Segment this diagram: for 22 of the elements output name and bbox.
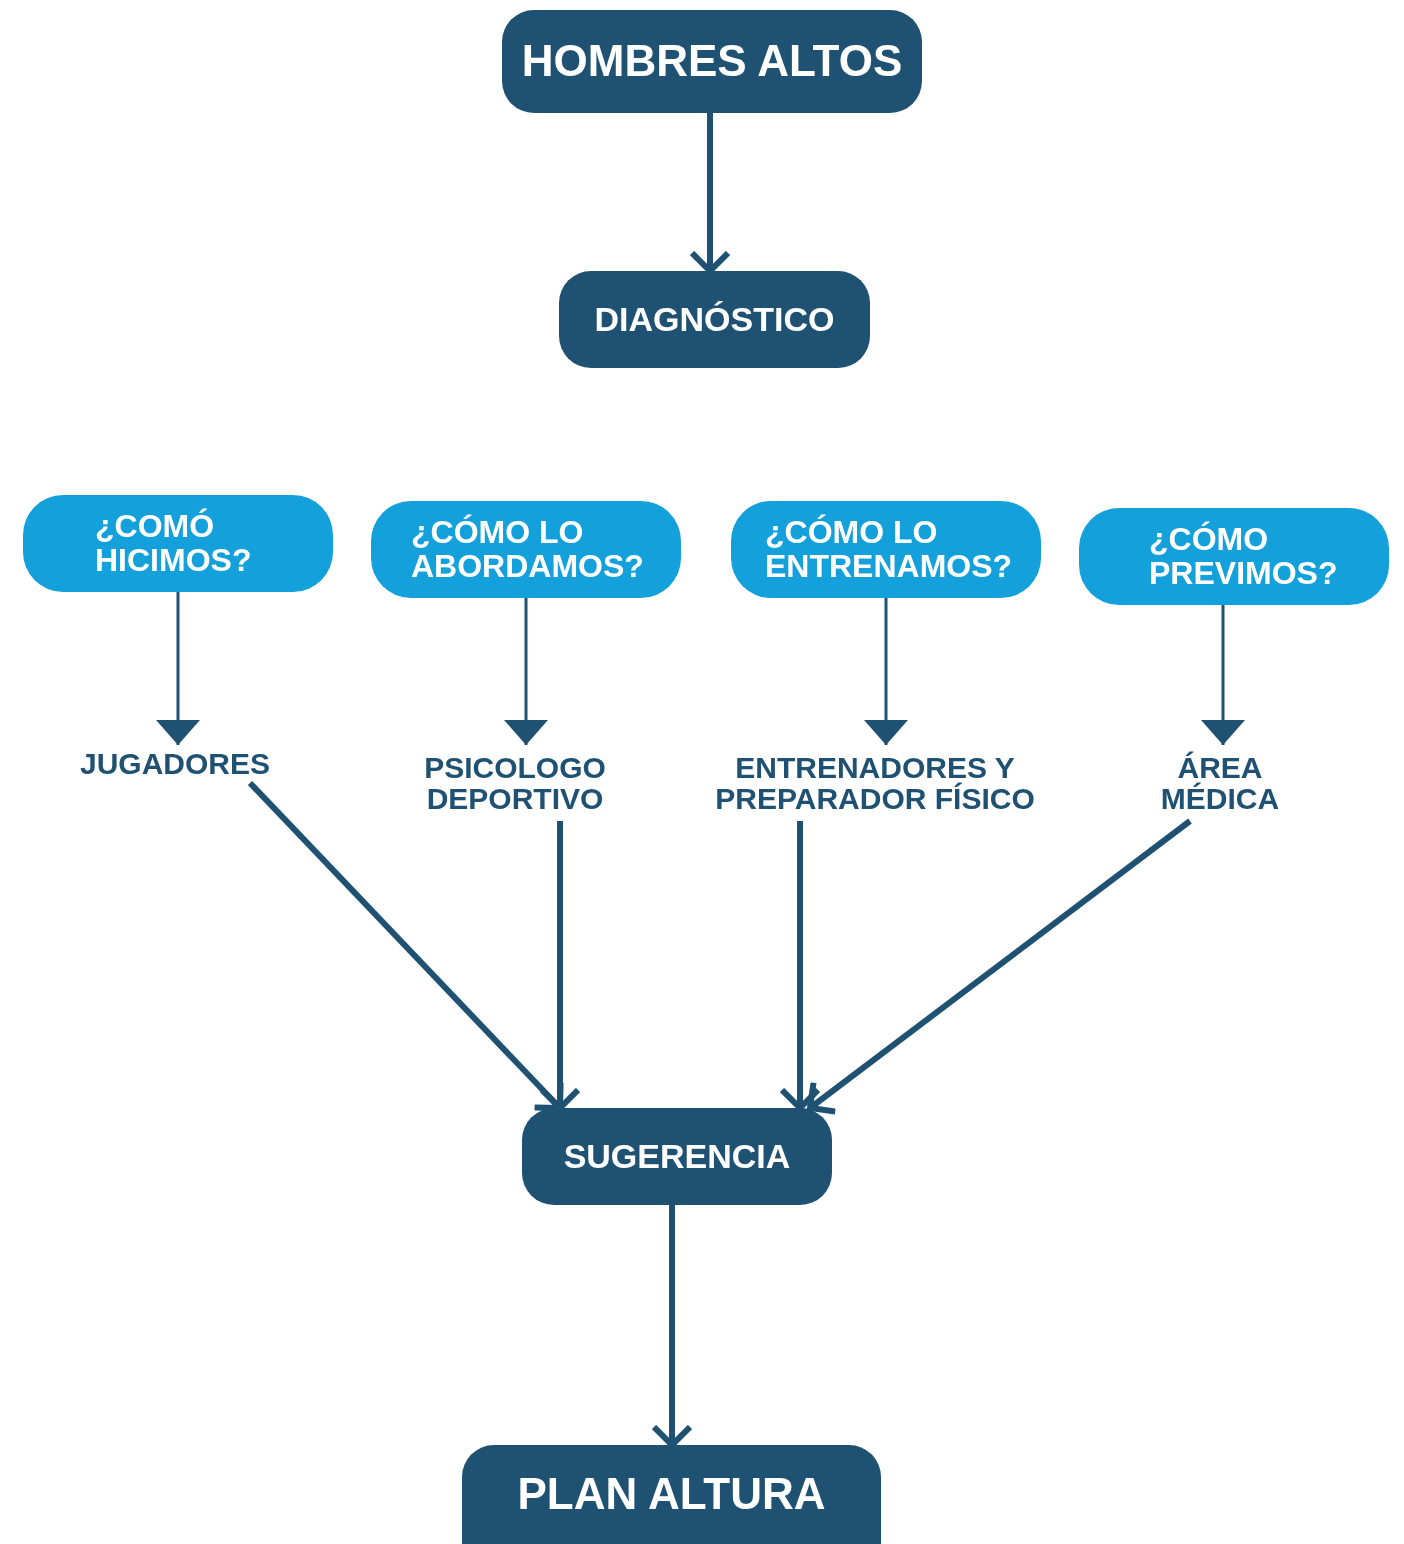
question-pill: ¿CÓMO PREVIMOS? bbox=[1079, 508, 1389, 605]
arrow bbox=[807, 818, 1192, 1115]
process-box: PLAN ALTURA bbox=[462, 1445, 881, 1544]
question-pill: ¿CÓMO LO ABORDAMOS? bbox=[371, 501, 681, 598]
arrow bbox=[689, 113, 731, 274]
triangle-arrow bbox=[1201, 605, 1245, 745]
arrow bbox=[651, 1205, 693, 1448]
question-pill: ¿COMÓ HICIMOS? bbox=[23, 495, 333, 592]
process-box: SUGERENCIA bbox=[522, 1108, 832, 1205]
process-box: HOMBRES ALTOS bbox=[502, 10, 922, 113]
role-label: ENTRENADORES Y PREPARADOR FÍSICO bbox=[650, 745, 1100, 821]
process-box: DIAGNÓSTICO bbox=[559, 271, 870, 368]
role-label: JUGADORES bbox=[40, 745, 310, 783]
triangle-arrow bbox=[864, 598, 908, 745]
triangle-arrow bbox=[504, 598, 548, 745]
arrow bbox=[539, 821, 581, 1111]
arrow bbox=[779, 821, 821, 1111]
role-label: ÁREA MÉDICA bbox=[1140, 745, 1300, 821]
arrow bbox=[247, 780, 564, 1111]
role-label: PSICOLOGO DEPORTIVO bbox=[400, 745, 630, 821]
triangle-arrow bbox=[156, 592, 200, 745]
question-pill: ¿CÓMO LO ENTRENAMOS? bbox=[731, 501, 1041, 598]
